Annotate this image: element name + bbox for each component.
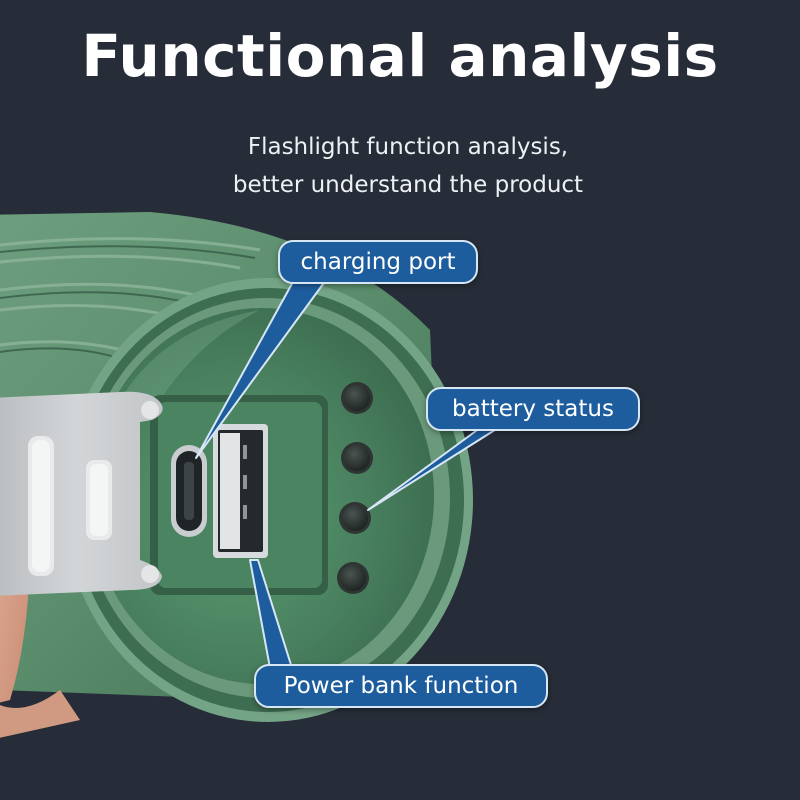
battery-indicator-led-icon bbox=[337, 382, 373, 594]
callout-pointers bbox=[195, 279, 499, 669]
page-subtitle: Flashlight function analysis, better und… bbox=[0, 128, 800, 204]
callout-battery-status: battery status bbox=[426, 387, 640, 431]
usb-c-port-icon bbox=[171, 445, 207, 537]
callout-charging-port: charging port bbox=[278, 240, 478, 284]
page-title: Functional analysis bbox=[81, 22, 719, 90]
usb-a-port-icon bbox=[213, 424, 268, 558]
subtitle-line-2: better understand the product bbox=[232, 172, 584, 198]
callout-power-bank-function: Power bank function bbox=[254, 664, 548, 708]
silicone-cap bbox=[0, 391, 163, 596]
subtitle-line-1: Flashlight function analysis, bbox=[247, 134, 569, 160]
